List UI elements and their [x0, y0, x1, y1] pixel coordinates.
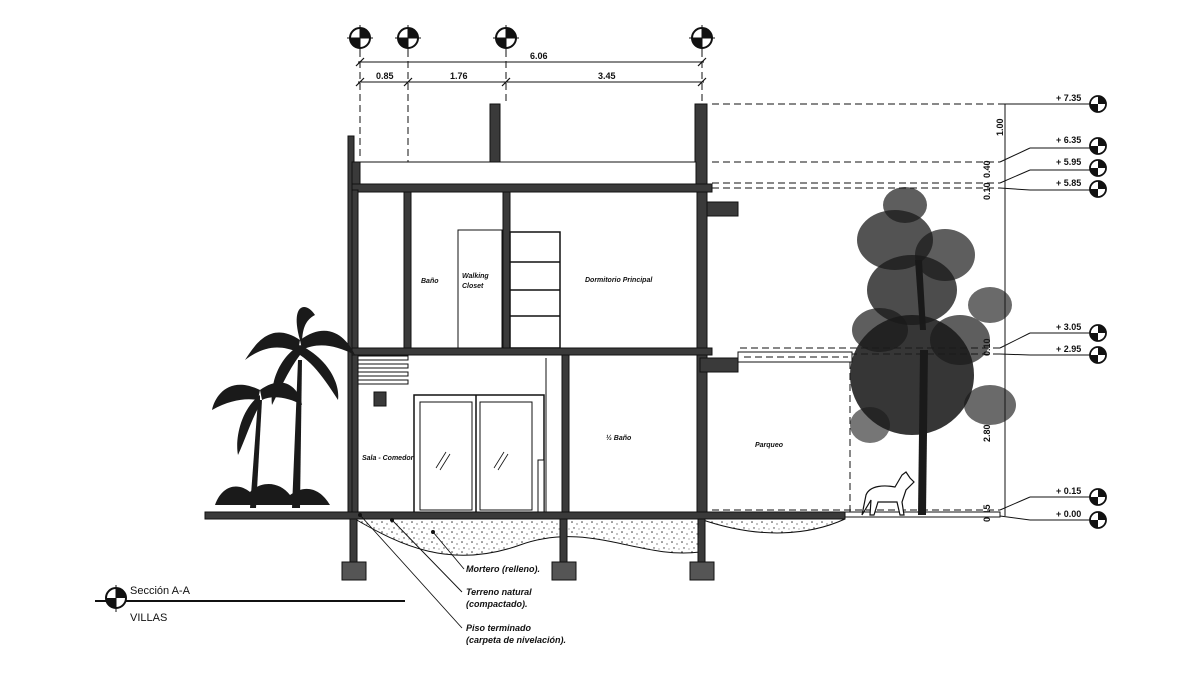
level-label-2: + 6.35 — [1056, 135, 1081, 145]
level-label-6: + 2.95 — [1056, 344, 1081, 354]
room-label-parqueo: Parqueo — [755, 442, 784, 449]
room-label-medio-bano: ½ Baño — [606, 434, 632, 442]
vdim-5: 2.80 — [982, 424, 992, 442]
level-marker-6 — [1089, 346, 1107, 364]
room-label-bano: Baño — [421, 278, 439, 285]
axis-marker-3 — [492, 24, 520, 52]
section-title: Sección A-A — [130, 585, 191, 597]
wall-bano-closet — [403, 191, 412, 350]
level-marker-8 — [1089, 511, 1107, 529]
vdim-3: 0.10 — [982, 182, 992, 200]
vdim-2: 0.40 — [982, 160, 992, 178]
dimension-segment-1: 0.85 — [376, 71, 394, 81]
room-label-dormitorio: Dormitorio Principal — [585, 277, 653, 284]
column-footing-right — [697, 518, 706, 565]
wall-closet-dormitorio — [502, 191, 511, 350]
level-label-1: + 7.35 — [1056, 93, 1081, 103]
note-piso-1: Piso terminado — [466, 623, 532, 633]
level-label-7: + 0.15 — [1056, 486, 1081, 496]
room-label-closet: Closet — [462, 283, 484, 290]
level-marker-5 — [1089, 324, 1107, 342]
dimension-segment-2: 1.76 — [450, 71, 468, 81]
dog — [861, 471, 915, 516]
sliding-glass-door — [413, 394, 545, 516]
wall-medio-bano — [561, 354, 570, 516]
section-title-block — [95, 585, 405, 612]
dimension-segment-3: 3.45 — [598, 71, 616, 81]
pergola-louvers — [357, 355, 409, 407]
level-label-5: + 3.05 — [1056, 322, 1081, 332]
roof-column-right — [694, 103, 708, 187]
gravel-fill — [353, 518, 701, 556]
note-leaders — [358, 513, 465, 629]
note-mortero: Mortero (relleno). — [466, 564, 540, 574]
column-footing-mid — [559, 518, 568, 565]
level-marker-2 — [1089, 137, 1107, 155]
column-footing-left — [349, 518, 358, 565]
tree — [850, 187, 1016, 515]
level-label-8: + 0.00 — [1056, 509, 1081, 519]
floor-slab — [204, 511, 846, 520]
note-terreno-1: Terreno natural — [466, 587, 532, 597]
room-label-walking: Walking — [462, 273, 489, 280]
palm-trees — [212, 307, 355, 508]
dimension-total: 6.06 — [530, 51, 548, 61]
room-label-sala: Sala - Comedor — [362, 455, 415, 462]
vdim-1: 1.00 — [995, 118, 1005, 136]
roof-slab — [351, 183, 713, 193]
axis-marker-4 — [688, 24, 716, 52]
footing-right — [689, 561, 715, 581]
level-marker-1 — [1089, 95, 1107, 113]
mezzanine-slab — [351, 347, 713, 356]
footing-left — [341, 561, 367, 581]
eave-lower — [699, 357, 739, 373]
axis-marker-2 — [394, 24, 422, 52]
level-label-3: + 5.95 — [1056, 157, 1081, 167]
level-label-4: + 5.85 — [1056, 178, 1081, 188]
axis-marker-1 — [346, 24, 374, 52]
footing-mid — [551, 561, 577, 581]
note-terreno-2: (compactado). — [466, 599, 528, 609]
roof-band — [359, 161, 697, 185]
axis-dimension-lines — [355, 50, 707, 185]
note-piso-2: (carpeta de nivelación). — [466, 635, 566, 645]
project-title: VILLAS — [130, 612, 167, 624]
level-marker-7 — [1089, 488, 1107, 506]
building-section — [204, 103, 1001, 581]
level-marker-4 — [1089, 180, 1107, 198]
level-marker-3 — [1089, 159, 1107, 177]
closet-door — [457, 229, 503, 349]
